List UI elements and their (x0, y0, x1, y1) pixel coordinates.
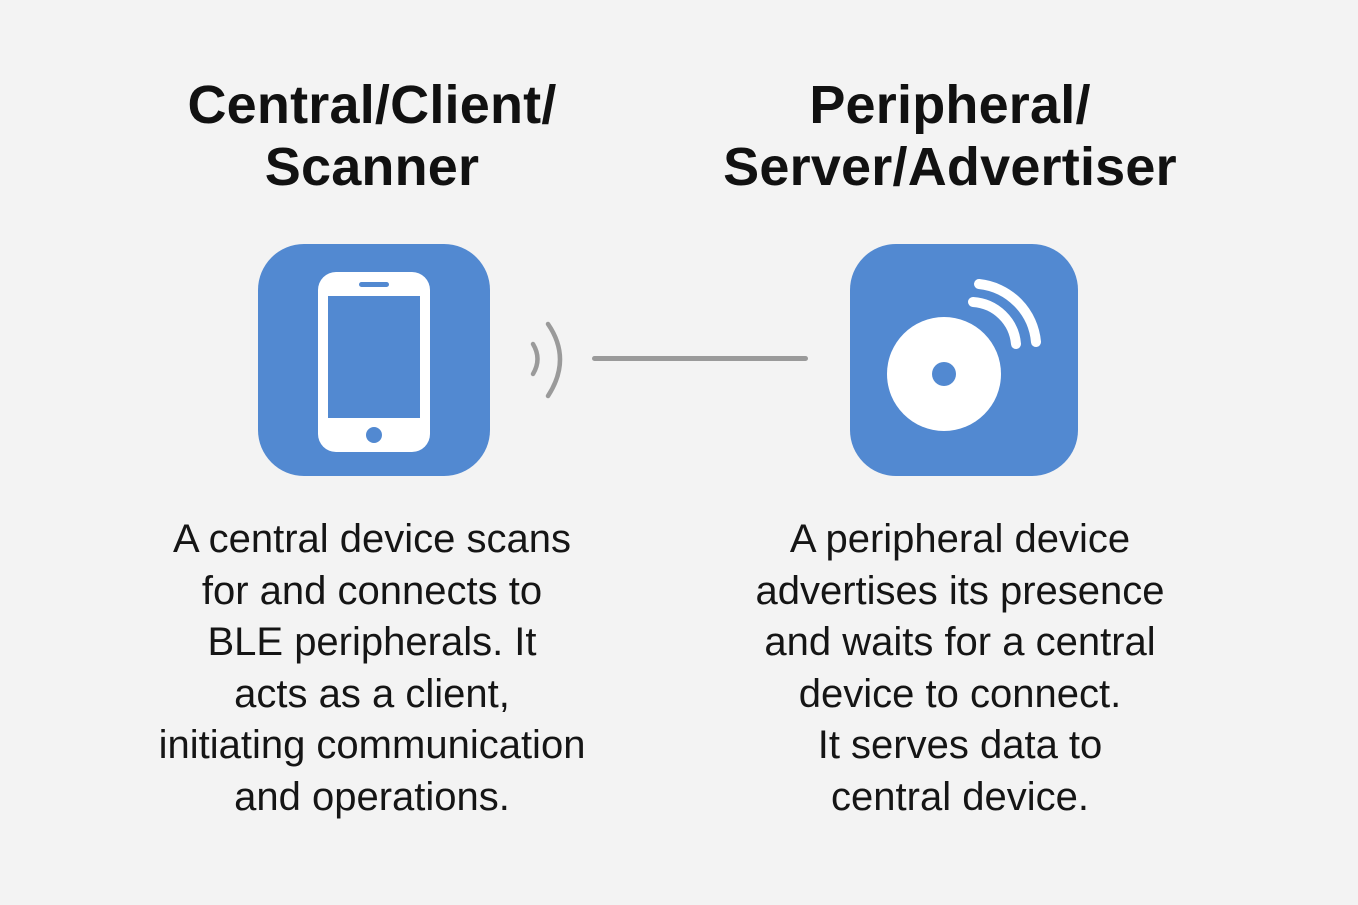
central-description: A central device scans for and connects … (112, 514, 632, 823)
central-description-line: for and connects to (201, 568, 543, 613)
peripheral-description-line: and waits for a central (764, 620, 1156, 664)
central-description-line: BLE peripherals. It (207, 620, 537, 664)
broadcasting-disc-icon (887, 279, 1041, 431)
central-title: Central/Client/ Scanner (122, 74, 622, 198)
smartphone-icon (318, 272, 430, 452)
central-description-line: A central device scans (173, 517, 571, 561)
central-description-line: acts as a client, (234, 671, 510, 716)
peripheral-description-line: A peripheral device (789, 517, 1131, 561)
central-title-line: Scanner (264, 137, 480, 197)
peripheral-title: Peripheral/ Server/Advertiser (700, 74, 1200, 198)
peripheral-description-line: central device. (831, 774, 1089, 819)
peripheral-description-line: advertises its presence (755, 568, 1165, 613)
central-device-tile (258, 244, 490, 476)
central-title-line: Central/Client/ (187, 75, 557, 135)
peripheral-description-line: It serves data to (817, 723, 1103, 767)
central-description-line: initiating communication (158, 723, 586, 767)
signal-waves-icon (530, 321, 563, 399)
peripheral-description-line: device to connect. (798, 671, 1122, 716)
central-description-line: and operations. (234, 774, 510, 819)
peripheral-device-tile (850, 244, 1078, 476)
peripheral-description: A peripheral device advertises its prese… (700, 514, 1220, 823)
connection-line (592, 356, 808, 361)
peripheral-title-line: Server/Advertiser (723, 137, 1177, 197)
peripheral-title-line: Peripheral/ (809, 75, 1091, 135)
